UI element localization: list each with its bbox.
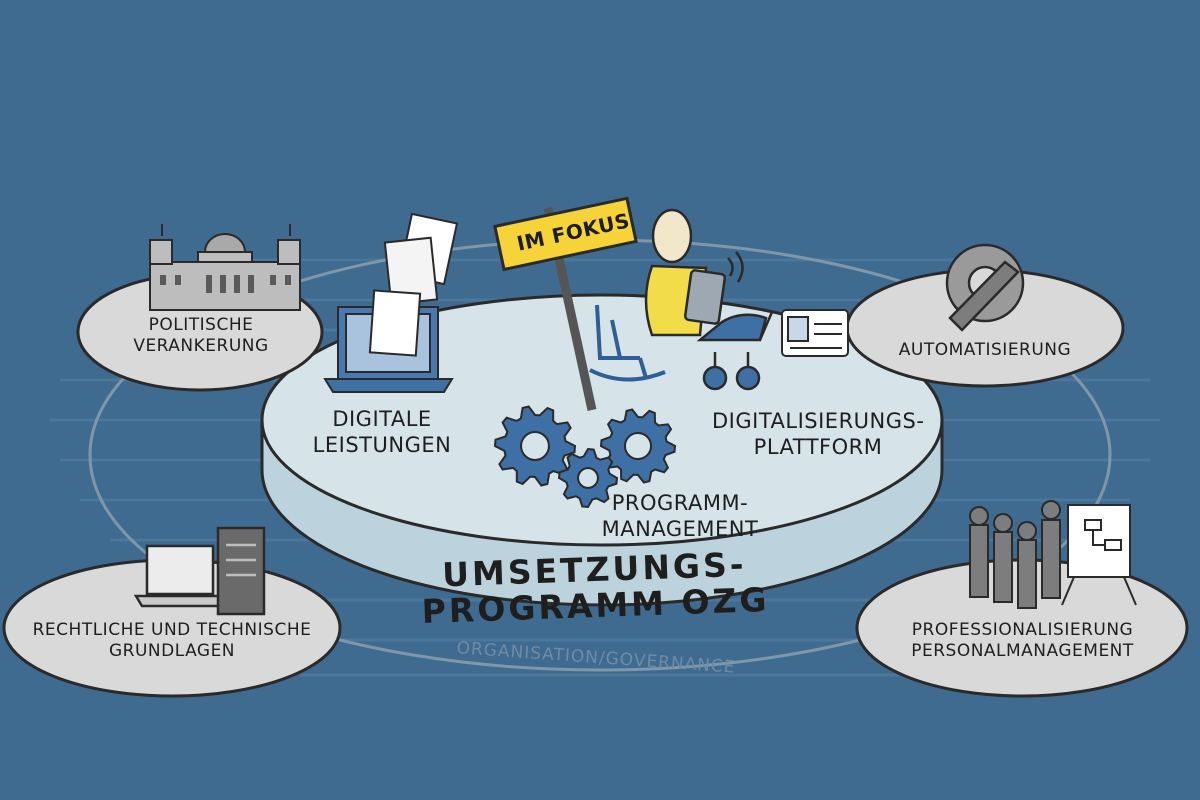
programm-mgmt-line1: PROGRAMM- bbox=[611, 491, 749, 515]
rocking-chair-icon bbox=[589, 304, 666, 382]
label-digitale-leistungen: DIGITALE LEISTUNGEN bbox=[302, 406, 462, 459]
label-rechtliche-grundlagen: RECHTLICHE UND TECHNISCHE GRUNDLAGEN bbox=[22, 620, 322, 663]
gear-hole-1 bbox=[520, 431, 550, 461]
digitale-line1: DIGITALE bbox=[332, 407, 432, 431]
politische-line2: VERANKERUNG bbox=[133, 336, 269, 357]
label-digitalisierungs-plattform: DIGITALISIERUNGS- PLATTFORM bbox=[712, 408, 924, 461]
laptop-documents-icon bbox=[323, 212, 459, 393]
automatisierung-line1: AUTOMATISIERUNG bbox=[898, 340, 1072, 360]
label-politische-verankerung: POLITISCHE VERANKERUNG bbox=[108, 315, 294, 358]
person-with-tablet-icon bbox=[644, 208, 744, 337]
rechtliche-line1: RECHTLICHE UND TECHNISCHE bbox=[32, 620, 312, 640]
sign-post bbox=[493, 196, 638, 411]
label-programm-management: PROGRAMM- MANAGEMENT bbox=[600, 490, 760, 543]
id-card-icon bbox=[781, 309, 849, 357]
label-professionalisierung: PROFESSIONALISIERUNG PERSONALMANAGEMENT bbox=[890, 620, 1155, 663]
legal-tech-icon bbox=[133, 526, 266, 616]
parliament-building-icon bbox=[149, 224, 301, 311]
plattform-line1: DIGITALISIERUNGS- bbox=[712, 409, 925, 433]
baby-stroller-icon bbox=[696, 311, 774, 391]
digitale-line2: LEISTUNGEN bbox=[312, 433, 452, 458]
label-umsetzungs-programm: UMSETZUNGS- PROGRAMM OZG bbox=[399, 545, 791, 632]
professionalisierung-line2: PERSONALMANAGEMENT bbox=[911, 641, 1134, 662]
plattform-line2: PLATTFORM bbox=[753, 435, 883, 460]
rechtliche-line2: GRUNDLAGEN bbox=[108, 641, 236, 662]
gear-wrench-icon bbox=[945, 243, 1025, 332]
gear-hole-2 bbox=[623, 431, 653, 461]
people-flipchart-icon bbox=[969, 500, 1137, 609]
politische-line1: POLITISCHE bbox=[148, 315, 254, 335]
gear-hole-3 bbox=[577, 467, 599, 489]
gears-icon bbox=[493, 405, 677, 509]
professionalisierung-line1: PROFESSIONALISIERUNG bbox=[911, 620, 1134, 640]
label-automatisierung: AUTOMATISIERUNG bbox=[877, 340, 1093, 361]
programm-mgmt-line2: MANAGEMENT bbox=[601, 517, 759, 542]
